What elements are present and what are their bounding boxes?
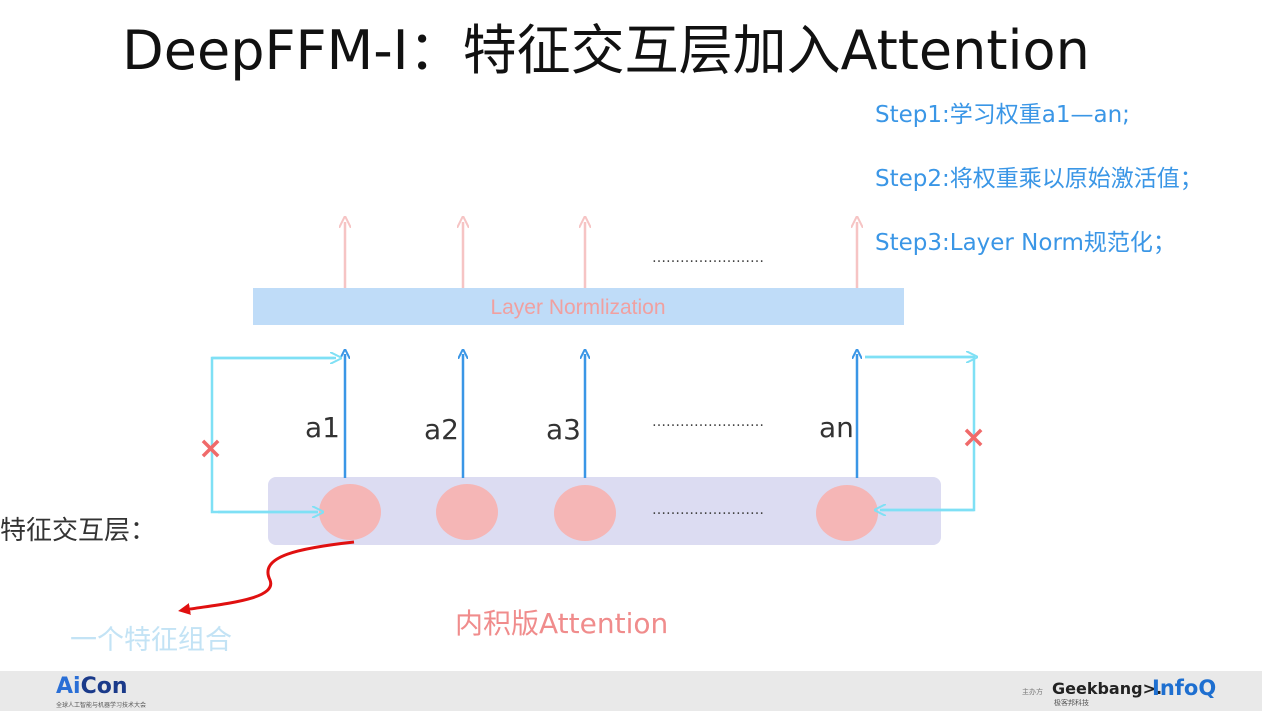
weight-label-a1: a1 — [305, 411, 340, 444]
step-2-text: Step2:将权重乘以原始激活值； — [875, 166, 1203, 192]
node-ellipsis: …………………… — [652, 502, 764, 518]
residual-right-cross: × — [961, 420, 986, 455]
feature-node-n — [816, 485, 878, 541]
layer-norm-label: Layer Normlization — [490, 296, 665, 319]
feature-node-1 — [319, 484, 381, 540]
weight-ellipsis: …………………… — [652, 414, 764, 430]
inner-product-attention-label: 内积版Attention — [455, 607, 669, 640]
feature-combo-pointer — [178, 540, 355, 615]
geekbang-logo: Geekbang>. — [1052, 679, 1163, 698]
aicon-logo: AiCon — [56, 674, 128, 699]
layer-norm-bar — [253, 288, 904, 325]
feature-node-2 — [436, 484, 498, 540]
step-3-text: Step3:Layer Norm规范化； — [875, 230, 1176, 256]
residual-left-cross: × — [198, 431, 223, 466]
aicon-logo-con: Con — [80, 674, 128, 699]
weight-label-an: an — [819, 411, 854, 444]
feature-interaction-layer-label: 特征交互层： — [0, 516, 157, 546]
output-ellipsis: …………………… — [652, 250, 764, 266]
aicon-logo-ai: Ai — [56, 674, 81, 699]
weight-label-a3: a3 — [546, 413, 581, 446]
sponsor-label: 主办方 — [1022, 688, 1043, 696]
infoq-logo: InfoQ — [1152, 676, 1217, 700]
geekbang-subtitle: 极客邦科技 — [1054, 699, 1089, 707]
aicon-subtitle: 全球人工智能与机器学习技术大会 — [56, 702, 147, 709]
weight-label-a2: a2 — [424, 413, 459, 446]
feature-combination-label: 一个特征组合 — [70, 625, 232, 656]
feature-node-3 — [554, 485, 616, 541]
step-1-text: Step1:学习权重a1—an; — [875, 102, 1130, 128]
footer-bar — [0, 671, 1262, 711]
slide-title: DeepFFM-I：特征交互层加入Attention — [122, 19, 1090, 82]
